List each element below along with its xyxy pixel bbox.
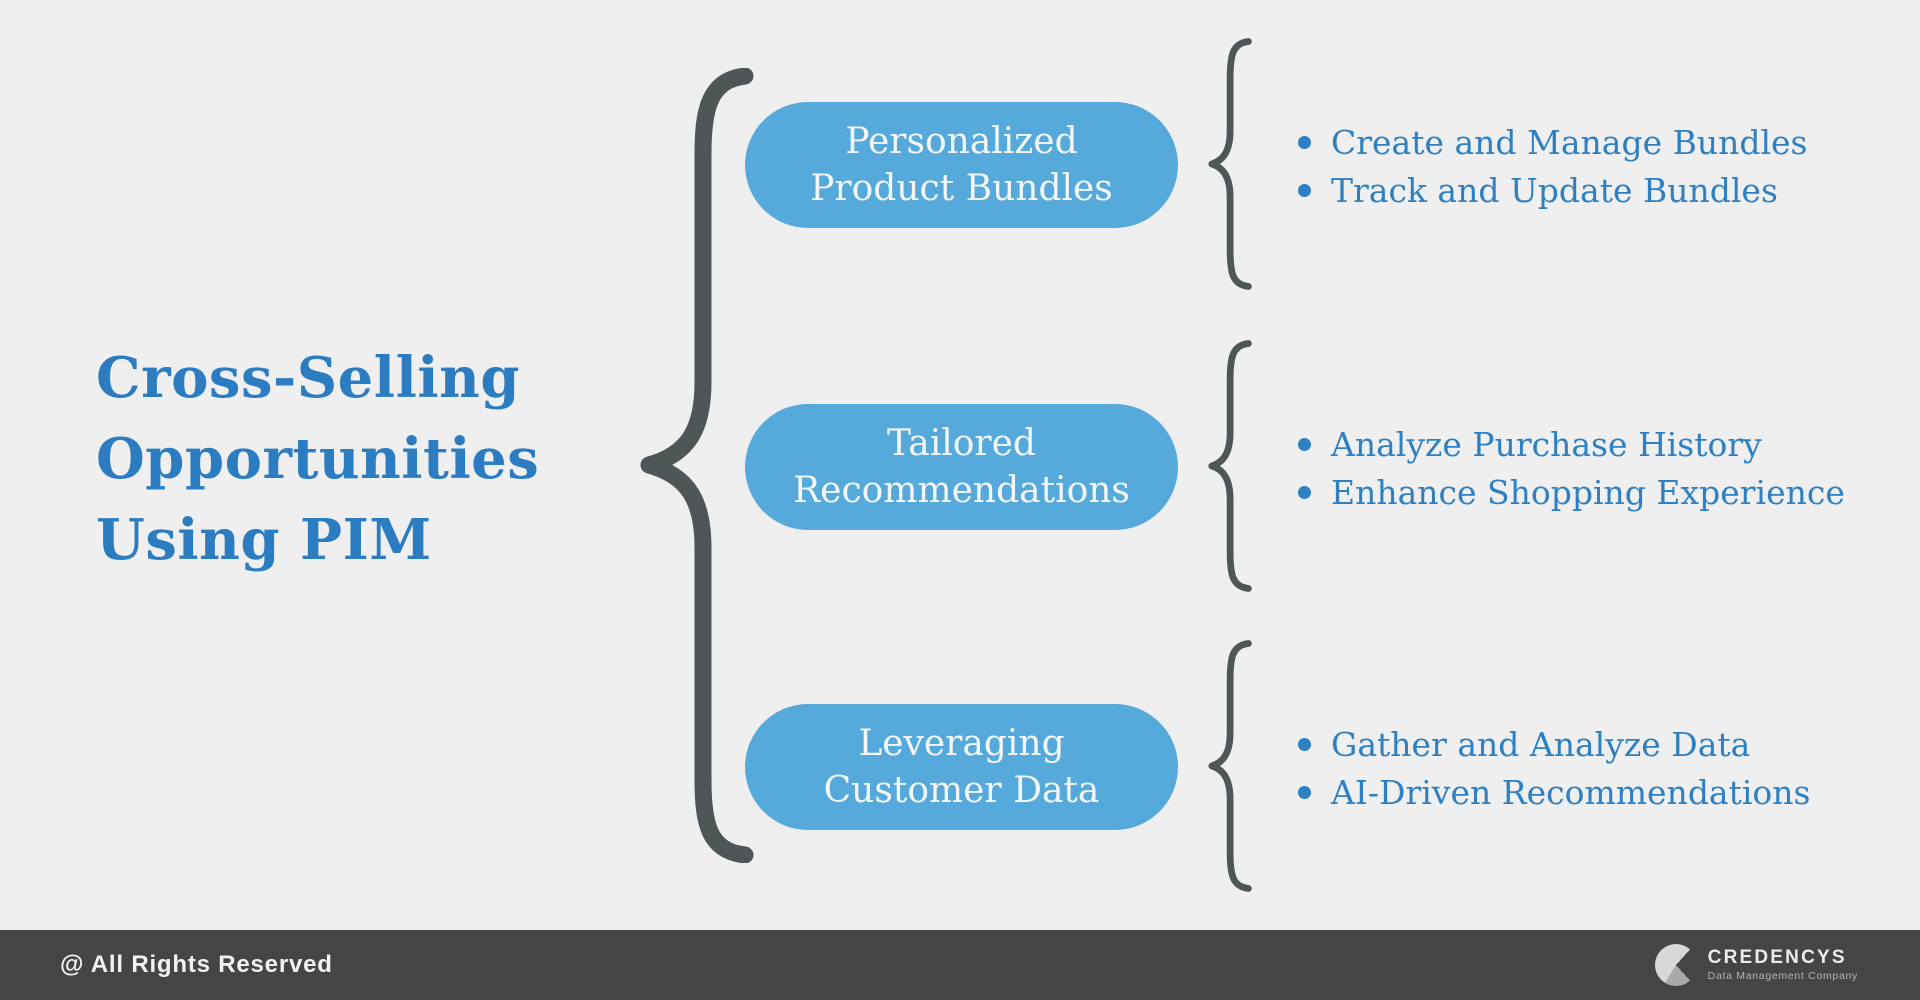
title-line-3: Using PIM [96, 507, 432, 573]
brand-name: CREDENCYS [1707, 947, 1847, 968]
brand-text: CREDENCYS Data Management Company [1708, 947, 1858, 983]
bullet-icon [1298, 437, 1311, 451]
footer-bar: @ All Rights Reserved CREDENCYS Data Man… [0, 930, 1920, 1000]
bullet-text: Enhance Shopping Experience [1331, 472, 1845, 512]
pill-leveraging-customer-data: Leveraging Customer Data [745, 704, 1178, 830]
credencys-logo: CREDENCYS Data Management Company [1654, 944, 1858, 986]
bullet-icon [1298, 485, 1311, 499]
bullet-item: Create and Manage Bundles [1298, 118, 1808, 166]
bullet-item: Enhance Shopping Experience [1298, 468, 1845, 516]
bullet-item: AI-Driven Recommendations [1298, 768, 1810, 816]
bullet-text: Track and Update Bundles [1331, 170, 1778, 210]
group-brace-icon [1208, 640, 1252, 892]
pill-tailored-recommendations: Tailored Recommendations [745, 404, 1178, 530]
title-line-2: Opportunities [96, 426, 540, 492]
bullet-icon [1298, 737, 1311, 751]
bullet-list-3: Gather and Analyze Data AI-Driven Recomm… [1298, 720, 1810, 816]
bullet-text: Create and Manage Bundles [1331, 122, 1808, 162]
bullet-icon [1298, 183, 1311, 197]
bullet-text: AI-Driven Recommendations [1331, 772, 1811, 812]
bullet-text: Gather and Analyze Data [1331, 724, 1751, 764]
brand-tagline: Data Management Company [1707, 970, 1858, 982]
bullet-list-1: Create and Manage Bundles Track and Upda… [1298, 118, 1808, 214]
title-line-1: Cross-Selling [96, 345, 520, 411]
page-title: Cross-Selling Opportunities Using PIM [96, 338, 539, 581]
group-brace-icon [1208, 340, 1252, 592]
bullet-icon [1298, 135, 1311, 149]
main-curly-brace-icon [640, 68, 754, 863]
group-brace-icon [1208, 38, 1252, 290]
bullet-text: Analyze Purchase History [1331, 424, 1762, 464]
bullet-icon [1298, 785, 1311, 799]
pill-personalized-product-bundles: Personalized Product Bundles [745, 102, 1178, 228]
bullet-item: Gather and Analyze Data [1298, 720, 1810, 768]
bullet-item: Track and Update Bundles [1298, 166, 1808, 214]
copyright-text: @ All Rights Reserved [60, 951, 333, 978]
pie-circle-logo-icon [1654, 944, 1697, 986]
bullet-item: Analyze Purchase History [1298, 420, 1845, 468]
bullet-list-2: Analyze Purchase History Enhance Shoppin… [1298, 420, 1845, 516]
